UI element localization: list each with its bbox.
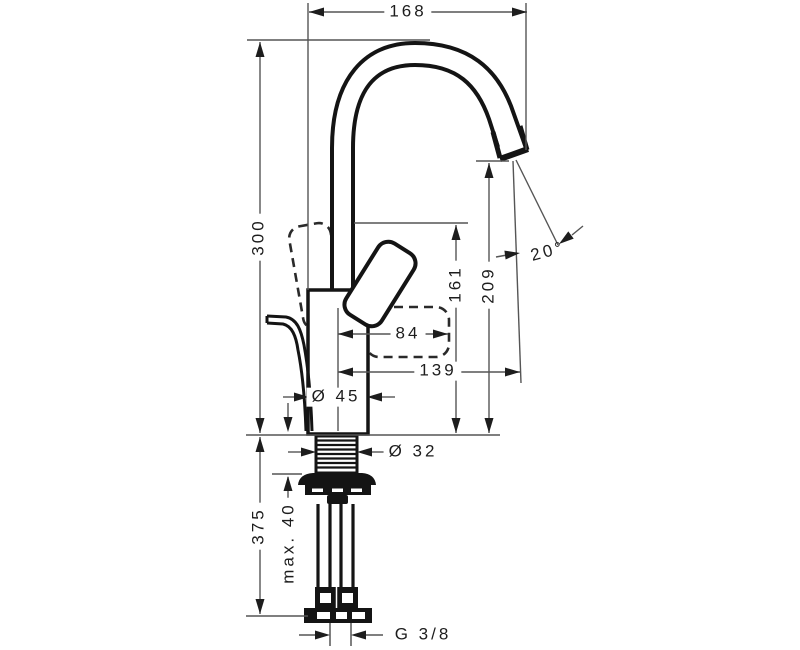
dim-handle-offset: 84 xyxy=(390,324,426,344)
dimension-arrowheads xyxy=(255,7,574,640)
faucet-spout xyxy=(330,40,530,291)
spout-outer-wall xyxy=(330,40,528,291)
supply-hoses xyxy=(316,504,355,588)
dim-hose-length: 375 xyxy=(249,502,269,550)
dim-total-height: 300 xyxy=(249,213,269,261)
dim-body-diameter: Ø 45 xyxy=(306,387,366,407)
hose-connectors xyxy=(315,587,358,608)
water-stream-lines xyxy=(512,159,559,384)
spout-inner-wall xyxy=(351,62,500,291)
mounting-bracket xyxy=(304,608,372,646)
dim-spout-reach: 168 xyxy=(384,2,432,22)
dim-max-mounting-thickness: max. 40 xyxy=(279,497,299,589)
dim-shank-diameter: Ø 32 xyxy=(383,442,443,462)
spout-tip-wall-left xyxy=(490,131,503,159)
spout-aerator-face xyxy=(498,146,530,162)
dim-connection-thread: G 3/8 xyxy=(389,625,457,645)
mounting-nut xyxy=(298,473,376,504)
dim-tip-height: 209 xyxy=(479,261,499,309)
dim-spout-tip-offset: 139 xyxy=(414,361,462,381)
side-lever xyxy=(265,314,314,432)
dim-outlet-height: 161 xyxy=(446,260,466,308)
faucet-handle xyxy=(342,239,418,329)
mounting-shank xyxy=(314,434,359,475)
